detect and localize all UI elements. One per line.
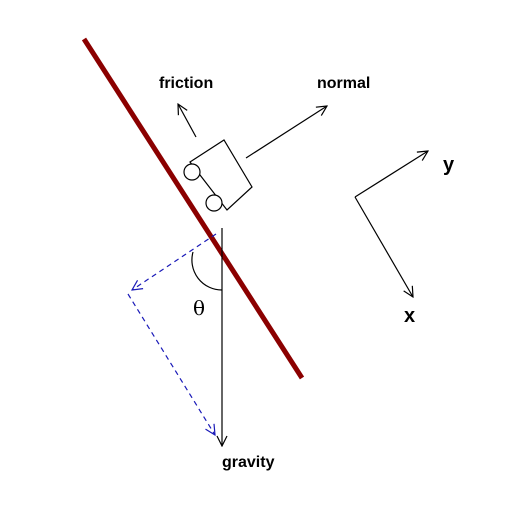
y-axis-label: y [443,154,455,176]
gravity-normal-component-arrow [132,233,217,290]
friction-arrow [178,104,197,138]
x-axis-label: x [404,305,415,327]
incline-plane [81,37,305,380]
coordinate-axes [354,151,428,297]
normal-label: normal [317,75,370,92]
cart-wheel-upper [183,163,201,181]
cart-wheel-lower [205,194,223,212]
theta-label: θ [193,296,205,320]
gravity-parallel-component-arrow [127,293,215,435]
gravity-label: gravity [222,454,275,471]
normal-arrow [245,106,327,159]
friction-label: friction [159,75,213,92]
y-axis-arrow [354,151,428,198]
cart [183,139,253,212]
cart-body [189,139,253,211]
x-axis-arrow [354,196,413,297]
theta-angle-arc [191,251,223,291]
